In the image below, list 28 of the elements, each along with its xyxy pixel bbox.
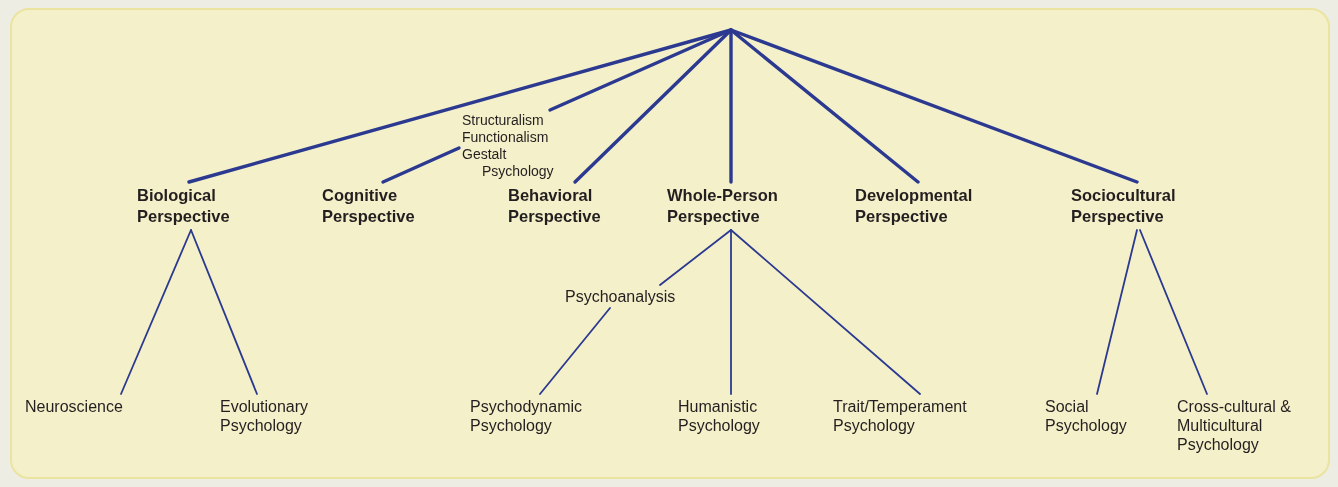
approach-label: Psychoanalysis: [564, 287, 677, 307]
connector-line: [1139, 229, 1208, 395]
perspective-label: Cognitive Perspective: [321, 185, 416, 227]
subfield-label: Cross-cultural & Multicultural Psychology: [1176, 397, 1292, 455]
connector-line: [1096, 229, 1138, 395]
connector-line: [659, 229, 732, 286]
school-label: Gestalt Psychology: [462, 146, 555, 180]
connector-line: [730, 229, 921, 395]
connector-line: [381, 146, 461, 184]
school-label: Structuralism: [462, 112, 544, 129]
connector-line: [729, 28, 1139, 184]
perspective-label: Developmental Perspective: [854, 185, 974, 227]
school-label: Functionalism: [462, 129, 549, 146]
connector-line: [190, 229, 258, 395]
connector-line: [730, 229, 732, 395]
perspective-label: Behavioral Perspective: [507, 185, 602, 227]
subfield-label: Humanistic Psychology: [677, 397, 761, 436]
subfield-label: Trait/Temperament Psychology: [832, 397, 968, 436]
subfield-label: Evolutionary Psychology: [219, 397, 310, 436]
perspective-label: Sociocultural Perspective: [1070, 185, 1177, 227]
connector-line: [539, 307, 611, 395]
connector-line: [729, 28, 733, 184]
subfield-label: Psychodynamic Psychology: [469, 397, 584, 436]
perspective-label: Whole-Person Perspective: [666, 185, 779, 227]
perspective-label: Biological Perspective: [136, 185, 231, 227]
connector-line: [120, 229, 192, 395]
subfield-label: Neuroscience: [24, 397, 124, 417]
subfield-label: Social Psychology: [1044, 397, 1128, 436]
